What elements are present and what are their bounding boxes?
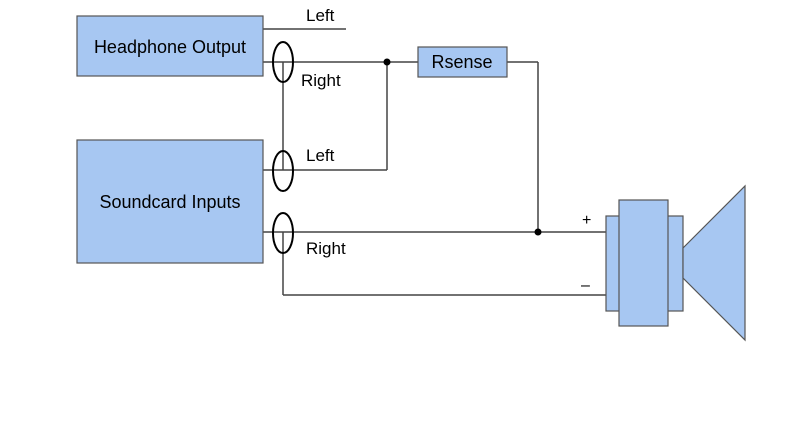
- speaker-cone: [682, 184, 746, 342]
- wires: [263, 28, 606, 296]
- ring-sc-right: [272, 212, 294, 254]
- soundcard-inputs-label: Soundcard Inputs: [99, 192, 240, 212]
- speaker-magnet: [618, 199, 669, 327]
- headphone-output-block: Headphone Output: [76, 15, 264, 77]
- label-sc-left: Left: [306, 146, 335, 165]
- speaker-minus-sign: –: [581, 277, 590, 294]
- headphone-output-label: Headphone Output: [94, 37, 246, 57]
- ring-hp-right: [272, 41, 294, 83]
- rsense-label: Rsense: [431, 52, 492, 72]
- junction-dot-lower: [534, 228, 542, 236]
- label-hp-left: Left: [306, 6, 335, 25]
- label-sc-right: Right: [306, 239, 346, 258]
- junction-dot-upper: [383, 58, 391, 66]
- speaker-plus-sign: +: [582, 212, 591, 229]
- rsense-block: Rsense: [417, 46, 508, 78]
- label-hp-right: Right: [301, 71, 341, 90]
- speaker-icon: [605, 184, 746, 342]
- soundcard-inputs-block: Soundcard Inputs: [76, 139, 264, 264]
- ring-sc-left: [272, 150, 294, 192]
